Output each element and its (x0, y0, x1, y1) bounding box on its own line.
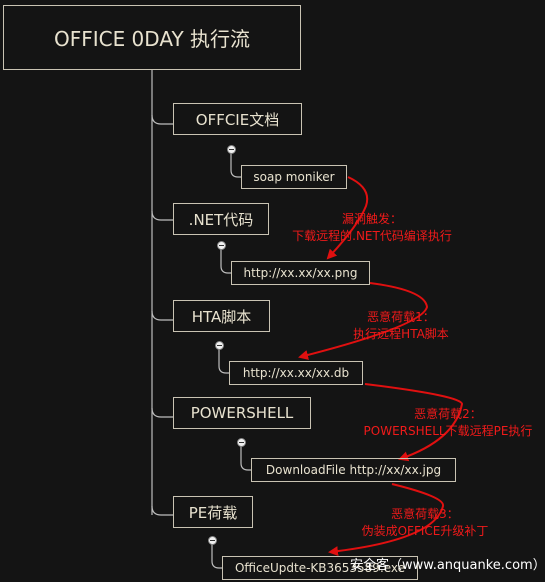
annotation-text: 执行远程HTA脚本 (353, 327, 449, 341)
root-title: OFFICE 0DAY 执行流 (53, 27, 251, 51)
leaf-line-3 (218, 346, 229, 374)
collapse-toggle-3[interactable] (215, 341, 224, 350)
collapse-toggle-4[interactable] (237, 438, 246, 447)
annotation-text: 下载远程的.NET代码编译执行 (292, 229, 452, 243)
branch-line-5 (151, 505, 173, 516)
node-dotnet-code[interactable]: .NET代码 (173, 203, 269, 235)
root-node[interactable]: OFFICE 0DAY 执行流 (3, 5, 301, 70)
node-label: PE荷载 (188, 503, 238, 522)
collapse-toggle-1[interactable] (227, 145, 236, 154)
node-hta-script[interactable]: HTA脚本 (173, 300, 270, 332)
leaf-line-5 (211, 541, 222, 569)
annotation-3: 恶意荷载2： POWERSHELL下载远程PE执行 (356, 406, 540, 440)
collapse-toggle-2[interactable] (217, 241, 226, 250)
node-label: .NET代码 (188, 210, 254, 229)
branch-line-2 (151, 210, 173, 221)
annotation-text: POWERSHELL下载远程PE执行 (363, 424, 533, 438)
annotation-arrow-1 (326, 176, 369, 260)
site-watermark: 安全客（www.anquanke.com） (350, 558, 545, 573)
node-label: POWERSHELL (190, 404, 294, 422)
branch-line-3 (151, 310, 173, 321)
leaf-label: OfficeUpdte-KB3653589.exe (234, 561, 406, 575)
annotation-arrow-3 (364, 383, 464, 462)
leaf-line-1 (230, 150, 241, 178)
collapse-toggle-5[interactable] (208, 536, 217, 545)
annotation-heading: 恶意荷载1： (367, 310, 435, 324)
node-powershell[interactable]: POWERSHELL (173, 397, 311, 429)
leaf-label: DownloadFile http://xx/xx.jpg (265, 463, 442, 477)
branch-line-1 (151, 114, 173, 125)
leaf-soap-moniker[interactable]: soap moniker (241, 165, 347, 189)
branch-line-4 (151, 407, 173, 418)
leaf-exe-file[interactable]: OfficeUpdte-KB3653589.exe (222, 556, 418, 580)
annotation-text: 伪装成OFFICE升级补丁 (361, 524, 489, 538)
leaf-label: soap moniker (253, 170, 335, 184)
annotation-heading: 恶意荷载3： (391, 507, 459, 521)
annotation-arrow-2 (298, 282, 429, 360)
node-pe-payload[interactable]: PE荷载 (173, 496, 253, 528)
leaf-db-url[interactable]: http://xx.xx/xx.db (229, 361, 363, 385)
leaf-line-4 (240, 443, 251, 471)
leaf-line-2 (220, 246, 231, 274)
annotation-2: 恶意荷载1： 执行远程HTA脚本 (336, 309, 466, 343)
annotation-arrow-4 (328, 483, 444, 557)
annotation-4: 恶意荷载3： 伪装成OFFICE升级补丁 (345, 506, 505, 540)
annotation-heading: 恶意荷载2： (414, 407, 482, 421)
node-office-document[interactable]: OFFCIE文档 (173, 103, 302, 135)
leaf-downloadfile[interactable]: DownloadFile http://xx/xx.jpg (251, 458, 456, 482)
annotation-1: 漏洞触发： 下载远程的.NET代码编译执行 (284, 211, 460, 245)
annotation-heading: 漏洞触发： (341, 212, 402, 226)
node-label: HTA脚本 (191, 307, 252, 326)
leaf-label: http://xx.xx/xx.db (242, 366, 350, 380)
node-label: OFFCIE文档 (195, 110, 280, 129)
leaf-png-url[interactable]: http://xx.xx/xx.png (231, 261, 370, 285)
leaf-label: http://xx.xx/xx.png (243, 266, 358, 280)
